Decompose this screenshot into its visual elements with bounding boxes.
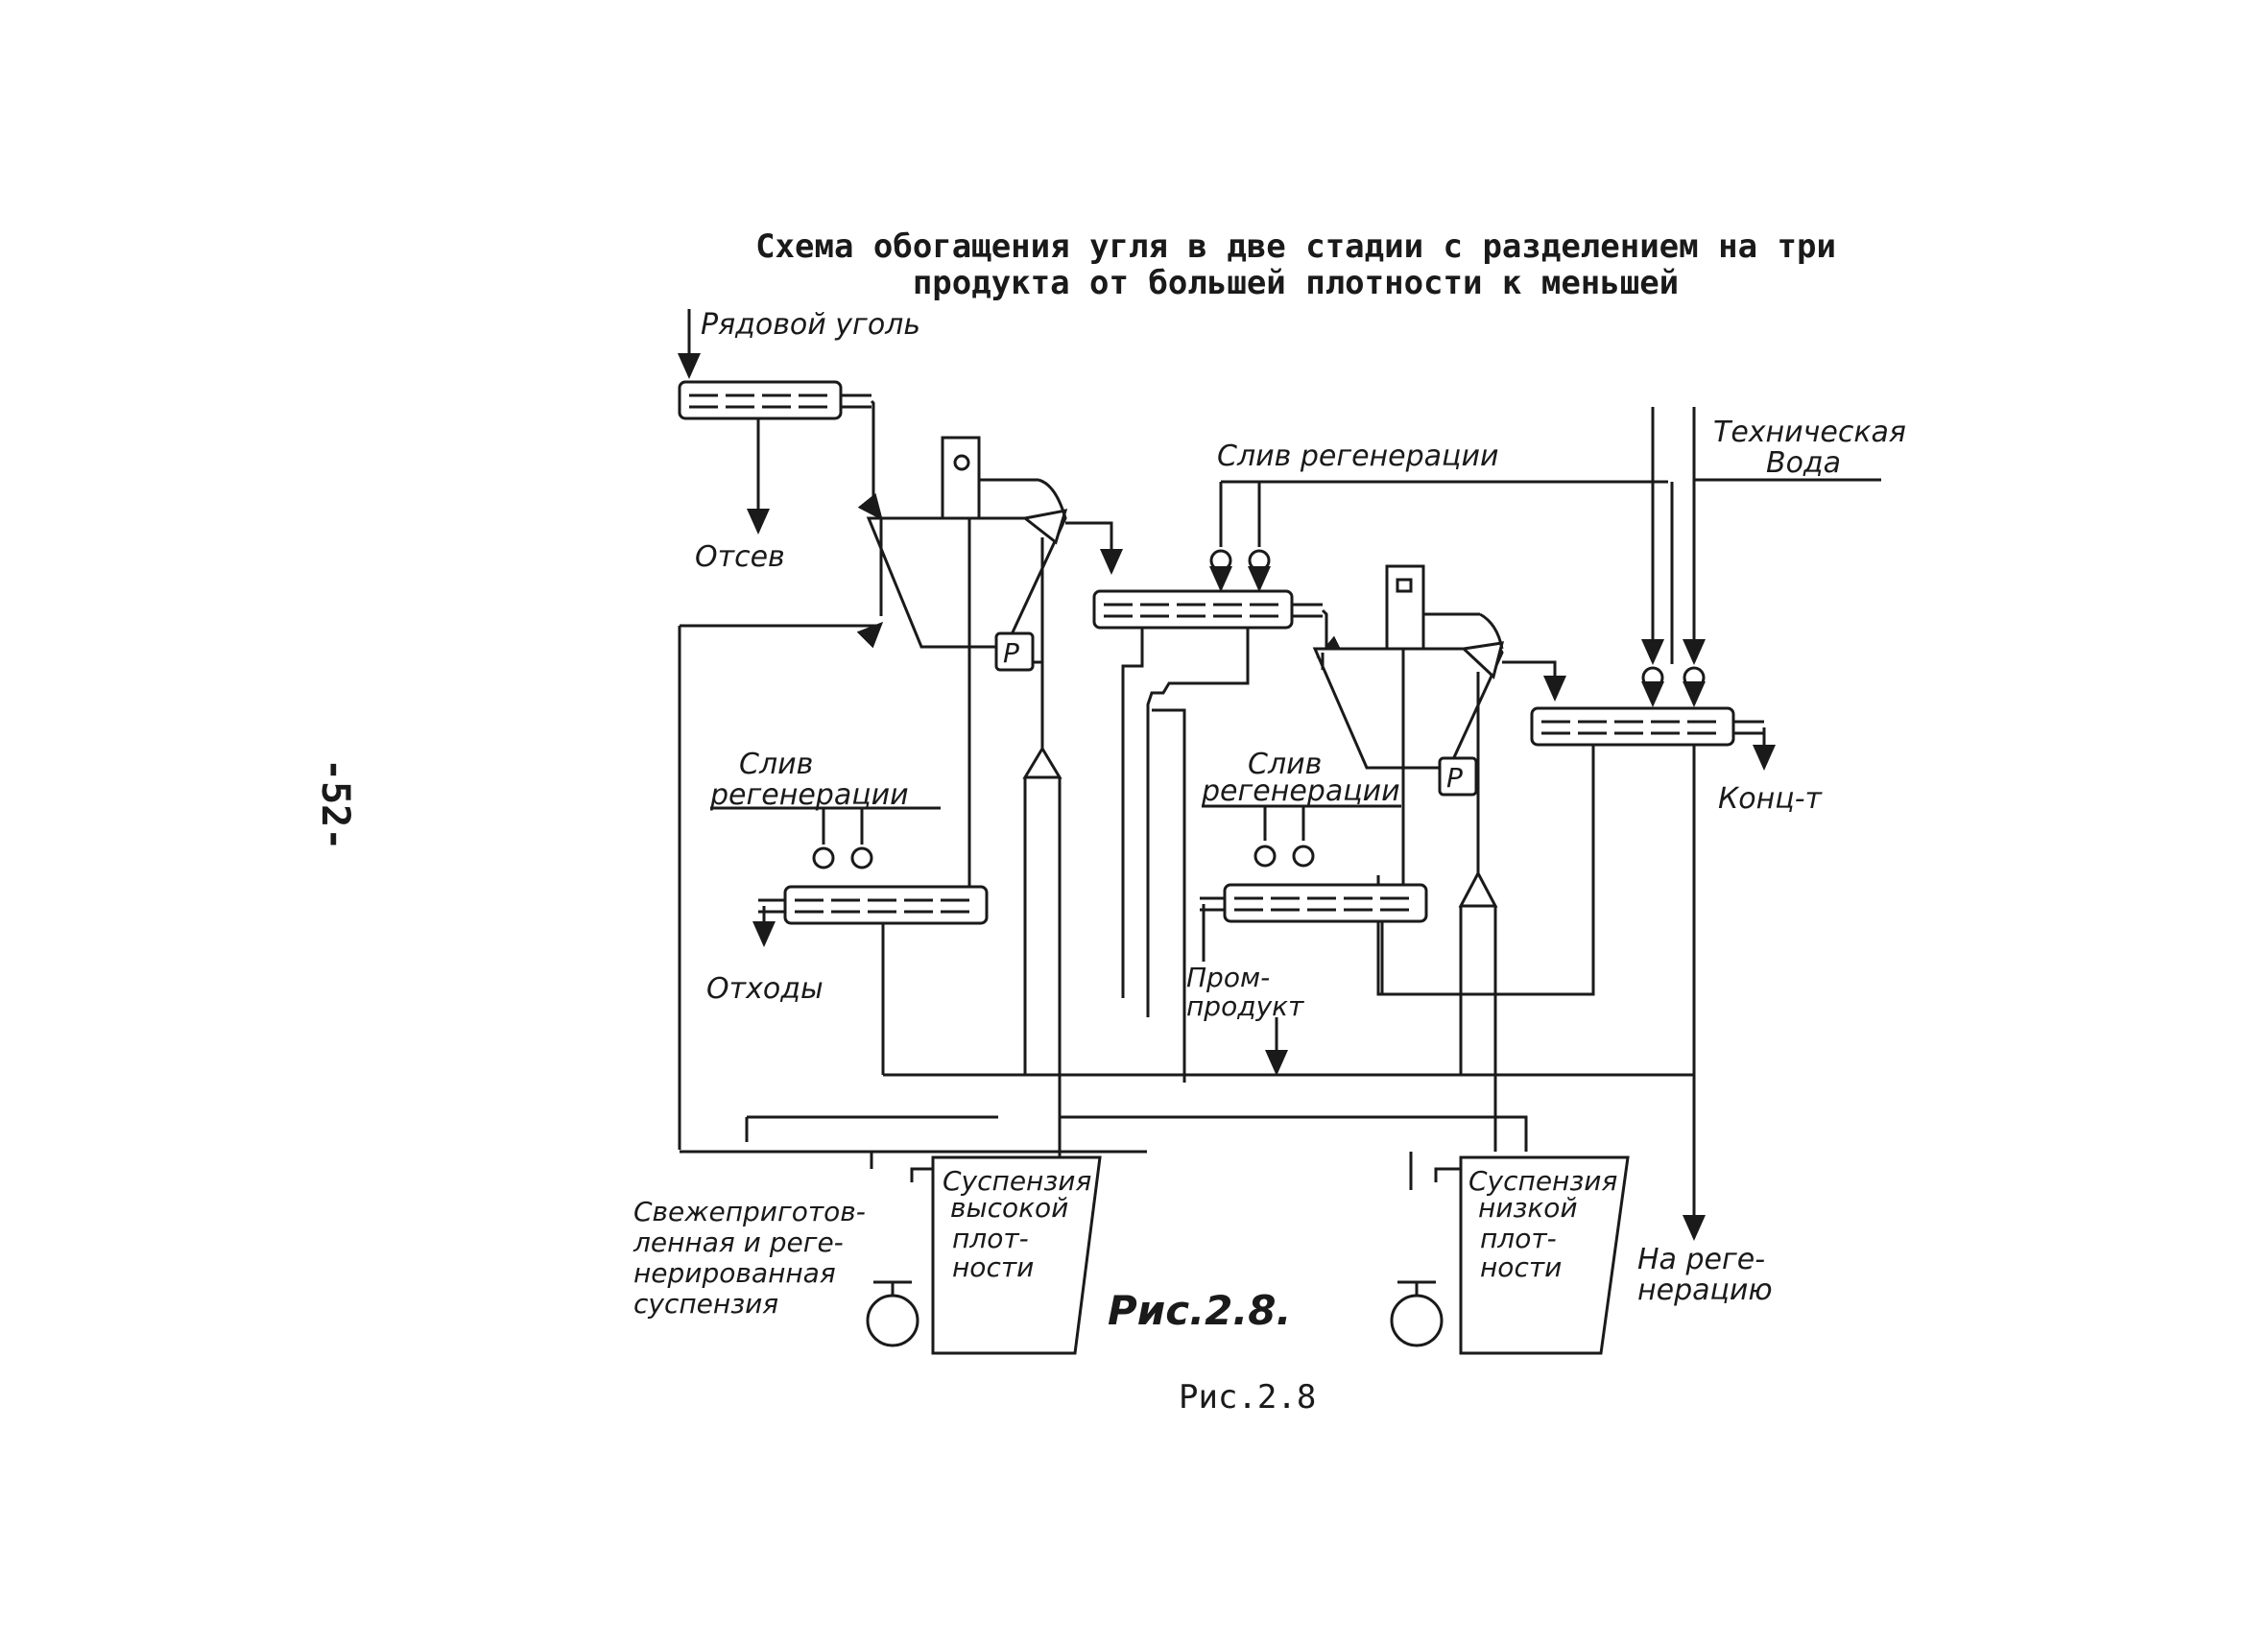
- rinse-screen-1: [1092, 589, 1345, 1017]
- label-tank-low-4: ности: [1480, 1251, 1562, 1283]
- spray-nozzle-icon: [1248, 549, 1271, 572]
- spray-nozzle-icon: [1209, 549, 1232, 572]
- label-fresh-suspension-2: ленная и реге-: [633, 1226, 844, 1258]
- label-tank-high-4: ности: [952, 1251, 1034, 1283]
- spray-nozzle-icon: [1641, 666, 1664, 689]
- figure-caption: Рис.2.8: [1179, 1378, 1317, 1417]
- pump-icon: [1390, 1294, 1444, 1347]
- density-gauge-1: P: [994, 631, 1042, 672]
- spray-nozzle-icon: [1292, 845, 1315, 868]
- separator-high-density: [866, 436, 1123, 893]
- tank-high-density: Суспензия высокой плот- ности: [866, 1155, 1102, 1355]
- label-tank-low-2: низкой: [1478, 1192, 1578, 1224]
- label-fresh-suspension-3: нерированная: [633, 1257, 836, 1289]
- tailings-screen: Отходы: [706, 885, 989, 1075]
- label-regen-drain-mid-1: Слив: [1248, 748, 1322, 781]
- collector-pipes: [678, 621, 1694, 1190]
- density-gauge-2: P: [1438, 756, 1478, 797]
- concentrate-screen: Конц-т: [1376, 706, 1824, 1241]
- middlings-screen: Пром- продукт: [1186, 883, 1428, 1076]
- densifier-2: [1458, 869, 1498, 1152]
- title-line-2: продукта от большей плотности к меньшей: [912, 264, 1680, 302]
- label-tailings: Отходы: [706, 972, 824, 1006]
- label-raw-coal: Рядовой уголь: [701, 308, 920, 342]
- label-technical-water-1: Техническая: [1713, 416, 1906, 449]
- regen-drain-top: Слив регенерации: [1209, 440, 1668, 592]
- label-to-regen-2: нерацию: [1637, 1274, 1773, 1307]
- technical-water: Техническая Вода: [1641, 407, 1906, 707]
- spray-nozzle-icon: [1253, 845, 1277, 868]
- label-to-regen-1: На реге-: [1637, 1243, 1765, 1276]
- label-regen-drain-left-1: Слив: [739, 748, 813, 781]
- label-technical-water-2: Вода: [1766, 446, 1841, 480]
- label-fresh-suspension-1: Свежеприготов-: [633, 1196, 866, 1227]
- svg-text:P: P: [1003, 637, 1019, 669]
- label-tank-low-1: Суспензия: [1468, 1165, 1617, 1197]
- label-screenings: Отсев: [695, 540, 785, 574]
- tank-low-density: Суспензия низкой плот- ности: [1390, 1155, 1630, 1355]
- densifier-1: [1022, 746, 1062, 1200]
- label-tank-high-3: плот-: [952, 1223, 1029, 1254]
- label-tank-high-2: высокой: [950, 1192, 1068, 1224]
- spray-nozzle-icon: [850, 846, 873, 869]
- regen-drain-left: Слив регенерации: [709, 748, 941, 869]
- svg-text:P: P: [1446, 762, 1463, 794]
- title-line-1: Схема обогащения угля в две стадии с раз…: [755, 227, 1836, 266]
- label-middlings-2: продукт: [1186, 990, 1304, 1022]
- label-tank-low-3: плот-: [1480, 1223, 1557, 1254]
- label-concentrate: Конц-т: [1718, 782, 1824, 816]
- label-fresh-suspension-4: суспензия: [633, 1288, 778, 1320]
- label-regen-drain-left-2: регенерации: [709, 778, 909, 812]
- label-regen-drain-top: Слив регенерации: [1217, 440, 1498, 473]
- label-middlings-1: Пром-: [1186, 962, 1270, 993]
- label-regen-drain-mid-2: регенерации: [1201, 774, 1400, 808]
- regen-drain-mid: Слив регенерации: [1201, 748, 1401, 868]
- spray-nozzle-icon: [1683, 666, 1706, 689]
- figure-mark: Рис.2.8.: [1108, 1287, 1291, 1334]
- pump-icon: [866, 1294, 919, 1347]
- raw-coal-screen: [678, 309, 883, 535]
- diagram-title: Схема обогащения угля в две стадии с раз…: [749, 228, 1843, 301]
- separator-low-density: [1312, 564, 1566, 893]
- spray-nozzle-icon: [812, 846, 835, 869]
- label-tank-high-1: Суспензия: [943, 1165, 1091, 1197]
